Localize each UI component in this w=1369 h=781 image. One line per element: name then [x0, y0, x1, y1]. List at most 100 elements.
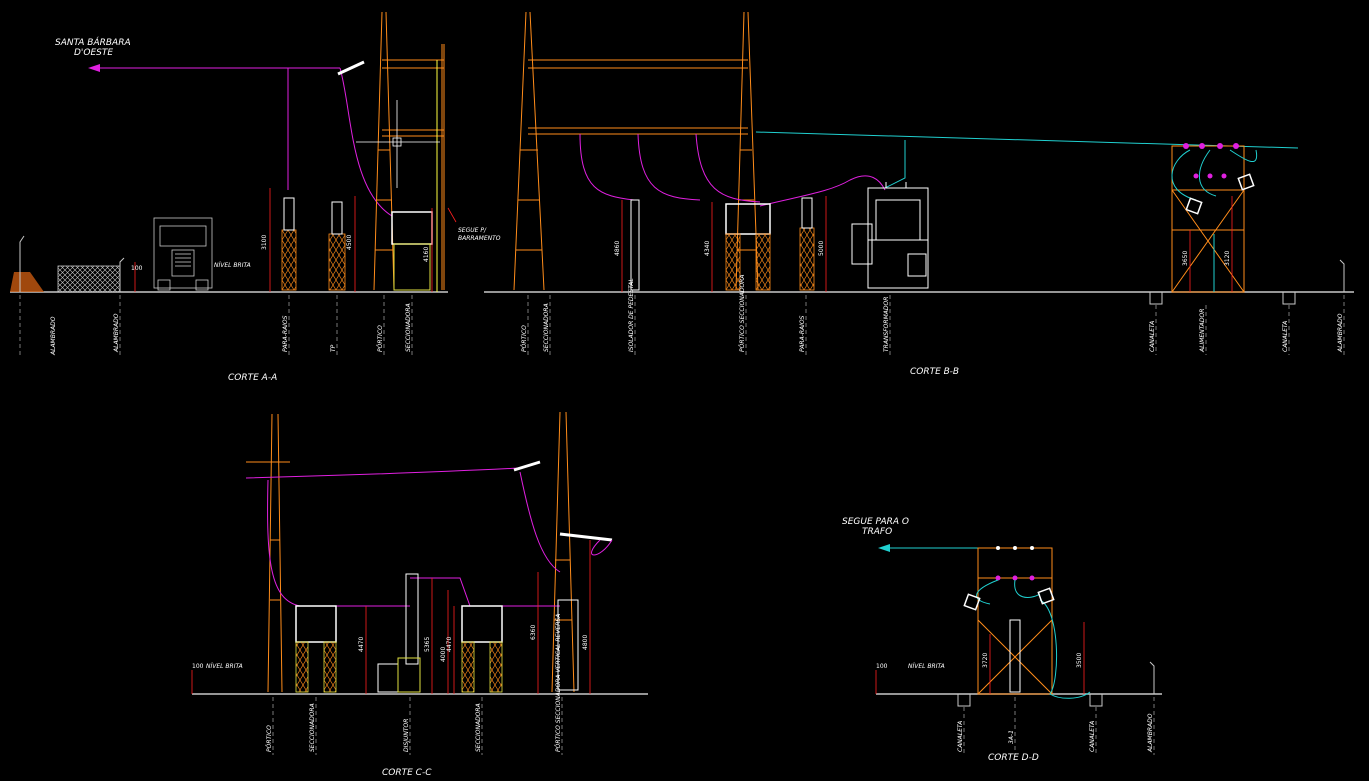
equipment-label: PÓRTICO SECCIONADORA — [739, 275, 746, 352]
fence-post — [19, 235, 25, 292]
arrow-left-icon — [878, 544, 890, 552]
dimension-label: 3120 — [1224, 251, 1231, 266]
insulator-string — [513, 460, 541, 472]
fence-post — [1149, 661, 1155, 694]
ground-level-label: NÍVEL BRITA — [214, 262, 251, 269]
arrow-left-icon — [88, 64, 100, 72]
dimension-label: 4800 — [582, 635, 589, 650]
distribution-structure — [1171, 145, 1245, 293]
cable-trench — [1089, 693, 1103, 707]
dimension-lines — [191, 540, 591, 694]
transformer — [851, 182, 929, 289]
disconnect-switch — [725, 203, 771, 291]
section-title: CORTE B-B — [910, 367, 959, 377]
conductor-drop — [339, 67, 393, 217]
ground-level-label: NÍVEL BRITA — [206, 663, 243, 670]
equipment-label: ALAMBRADO — [1147, 713, 1154, 753]
equipment-label: TP — [330, 344, 337, 352]
dimension-label: 4470 — [446, 637, 453, 652]
dimension-lines — [134, 188, 457, 292]
conductor-drop — [591, 539, 613, 556]
equipment-label: PÓRTICO SECCIONADORA VERTICAL REVERSA — [555, 614, 562, 752]
crosshair-cursor-icon — [356, 100, 440, 188]
equipment-label: CANALETA — [957, 721, 964, 752]
conductor-bus — [267, 479, 410, 607]
insulator-string — [337, 60, 365, 76]
centerlines — [19, 295, 413, 355]
dimension-label: 4160 — [423, 247, 430, 262]
direction-label: TRAFO — [862, 527, 892, 537]
dimension-label: 3500 — [1076, 653, 1083, 668]
equipment-label: ISOLADOR DE PEDESTAL — [628, 278, 635, 352]
dimension-label: 100 — [876, 663, 888, 670]
bushing-icons — [1183, 143, 1239, 179]
section-aa: 100 3100 4500 4160 NÍVEL BRITA SANTA BÁR… — [10, 11, 501, 383]
section-title: CORTE C-C — [382, 768, 432, 778]
ground-level-label: NÍVEL BRITA — [908, 663, 945, 670]
disconnect-switch — [295, 605, 337, 693]
equipment-label: PÓRTICO — [266, 725, 273, 752]
note-label: BARRAMENTO — [458, 235, 501, 242]
equipment-label: CANALETA — [1149, 321, 1156, 352]
dimension-label: 4500 — [346, 235, 353, 250]
section-title: CORTE A-A — [228, 373, 277, 383]
section-cc: 100 NÍVEL BRITA 4470 5365 4000 4470 6360… — [191, 411, 648, 778]
portico-tower — [513, 11, 759, 291]
vertical-disconnect — [557, 599, 579, 691]
cyan-wires — [1171, 149, 1258, 292]
cable-trench — [957, 693, 971, 707]
equipment-label: SECCIONADORA — [543, 303, 550, 352]
earth-mound — [10, 272, 44, 292]
dimension-label: 4000 — [440, 647, 447, 662]
chain-link-fence — [57, 265, 121, 293]
dimension-label: 100 — [131, 265, 143, 272]
equipment-label: PARA-RAIOS — [799, 315, 806, 352]
cyan-conductor — [755, 131, 1299, 149]
potential-transformer — [328, 201, 346, 291]
surge-arrester — [281, 197, 297, 291]
cyan-conductor — [884, 140, 906, 189]
pedestal-insulator — [630, 199, 640, 291]
fuse-switch — [963, 593, 981, 611]
equipment-label: CANALETA — [1282, 321, 1289, 352]
equipment-label: CANALETA — [1089, 721, 1096, 752]
disconnect-switch — [461, 605, 503, 693]
fuse-switch — [1185, 197, 1203, 215]
dimension-label: 3720 — [982, 653, 989, 668]
circuit-breaker — [377, 573, 421, 693]
section-bb: 4860 4340 5000 3650 3120 PÓRTICO SECCION… — [484, 11, 1354, 377]
insulator-string — [559, 532, 613, 542]
dimension-label: 100 — [192, 663, 204, 670]
dimension-lines — [875, 622, 1085, 694]
note-label: SEGUE P/ — [458, 227, 487, 234]
conductors — [579, 133, 886, 207]
direction-label: SANTA BÁRBARA — [55, 36, 131, 48]
dimension-label: 4470 — [358, 637, 365, 652]
dimension-label: 3650 — [1182, 251, 1189, 266]
conductor-bus — [410, 577, 560, 607]
dimension-lines — [621, 196, 1233, 292]
centerlines — [527, 295, 1345, 355]
dimension-label: 6360 — [530, 625, 537, 640]
truck-icon — [153, 217, 213, 291]
distribution-structure — [977, 547, 1053, 695]
equipment-label: PÓRTICO — [377, 325, 384, 352]
portico-tower — [246, 411, 575, 693]
equipment-label: SECCIONADORA — [309, 703, 316, 752]
fuse-switch — [1037, 587, 1055, 605]
dimension-label: 5000 — [818, 241, 825, 256]
equipment-label: PARA-RAIOS — [282, 315, 289, 352]
direction-label: D'OESTE — [74, 48, 113, 58]
equipment-label: ALIMENTADOR — [1199, 309, 1206, 353]
surge-arrester — [799, 197, 815, 291]
equipment-label: DISJUNTOR — [403, 719, 410, 752]
fuse-switch — [1237, 173, 1255, 191]
equipment-label: ALAMBRADO — [1337, 313, 1344, 353]
centerlines — [963, 697, 1155, 755]
equipment-label: ALAMBRADO — [113, 313, 120, 353]
dimension-label: 5365 — [424, 637, 431, 652]
section-dd: SEGUE PARA O TRAFO 100 NÍVEL BR — [842, 517, 1162, 763]
bushing-icons — [995, 575, 1035, 581]
equipment-label: PÓRTICO — [521, 325, 528, 352]
